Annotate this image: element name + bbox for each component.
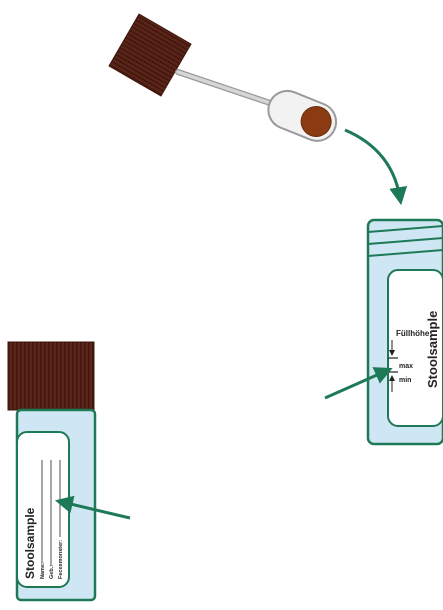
- tube-right: Stoolsample Füllhöhe max min: [366, 218, 443, 446]
- scoop-spoon: [267, 89, 338, 142]
- field-sample-amount: Fecesmonster:: [58, 540, 64, 579]
- tube-left-title: Stoolsample: [23, 507, 37, 579]
- scoop-with-cap: [108, 13, 338, 142]
- stool-sample-ball: [300, 105, 332, 137]
- field-birth: Geb.:: [49, 565, 55, 579]
- tube-left: Stoolsample Name: Geb.: Fecesmonster:: [7, 341, 97, 602]
- min-label: min: [399, 377, 411, 384]
- tube-left-cap: [7, 341, 95, 411]
- green-arrow-icon: [344, 128, 408, 206]
- max-label: max: [399, 363, 413, 370]
- arrow-to-label: [54, 495, 131, 520]
- fill-level-label: Füllhöhe: [396, 329, 430, 338]
- scoop-cap-icon: [108, 13, 192, 97]
- arrow-to-fill-mark: [324, 367, 393, 400]
- tube-right-title: Stoolsample: [425, 311, 440, 388]
- field-name: Name:: [40, 562, 46, 579]
- tube-right-label: [387, 269, 443, 427]
